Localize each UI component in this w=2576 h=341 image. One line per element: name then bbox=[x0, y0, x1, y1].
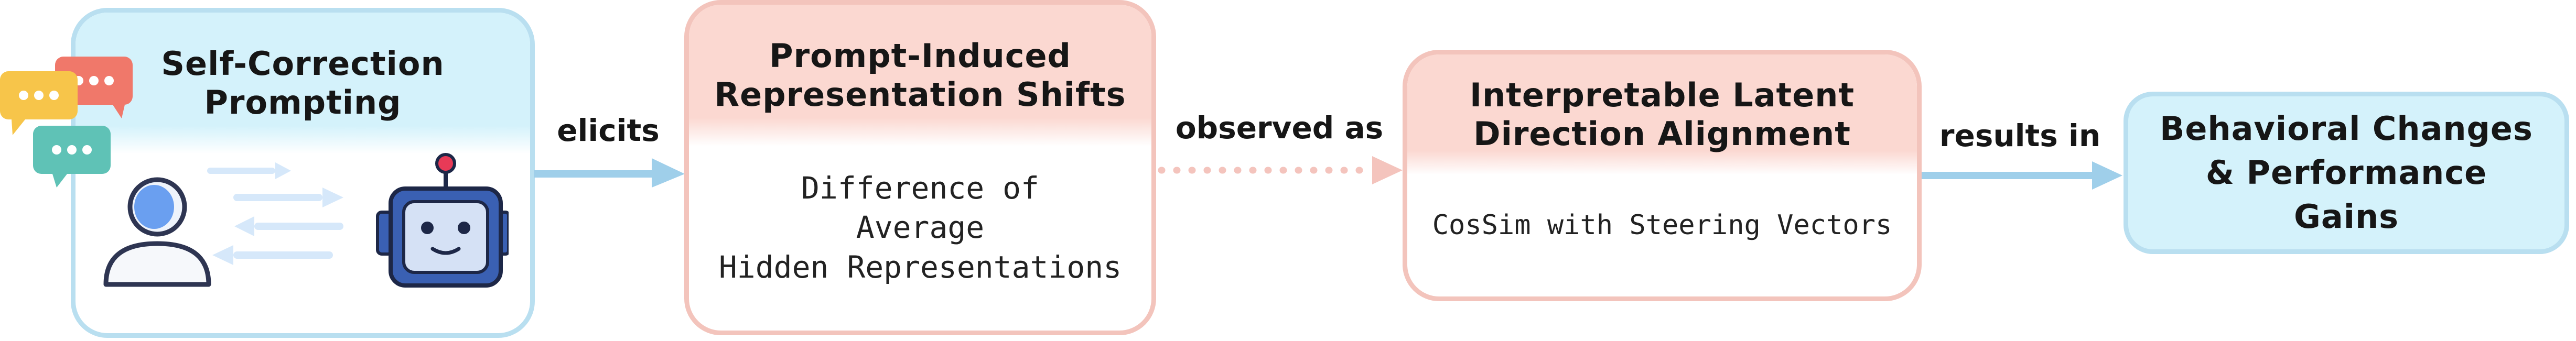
edge-label-elicits: elicits bbox=[557, 113, 660, 148]
user-icon bbox=[103, 177, 211, 287]
observed-as-arrow bbox=[1158, 156, 1403, 184]
edge-label-observed-as: observed as bbox=[1175, 110, 1384, 146]
edge-label-results-in: results in bbox=[1939, 118, 2101, 153]
robot-icon bbox=[376, 153, 509, 288]
alignment-title: Interpretable Latent Direction Alignment bbox=[1407, 54, 1917, 175]
self-correction-title: Self-Correction Prompting bbox=[76, 13, 530, 154]
chat-bubble-icon bbox=[0, 57, 133, 188]
representation-shifts-title: Prompt-Induced Representation Shifts bbox=[689, 5, 1151, 146]
alignment-body: CosSim with Steering Vectors bbox=[1432, 210, 1892, 241]
exchange-arrows-icon bbox=[207, 162, 343, 265]
alignment-box: Interpretable Latent Direction Alignment… bbox=[1403, 50, 1922, 301]
outcome-title: Behavioral Changes & Performance Gains bbox=[2160, 109, 2533, 236]
representation-shifts-box: Prompt-Induced Representation Shifts Dif… bbox=[684, 0, 1156, 335]
representation-shifts-body: Difference of Average Hidden Representat… bbox=[718, 170, 1122, 285]
results-in-arrow bbox=[1922, 161, 2122, 190]
elicits-arrow bbox=[534, 158, 685, 188]
outcome-box: Behavioral Changes & Performance Gains bbox=[2124, 92, 2569, 254]
